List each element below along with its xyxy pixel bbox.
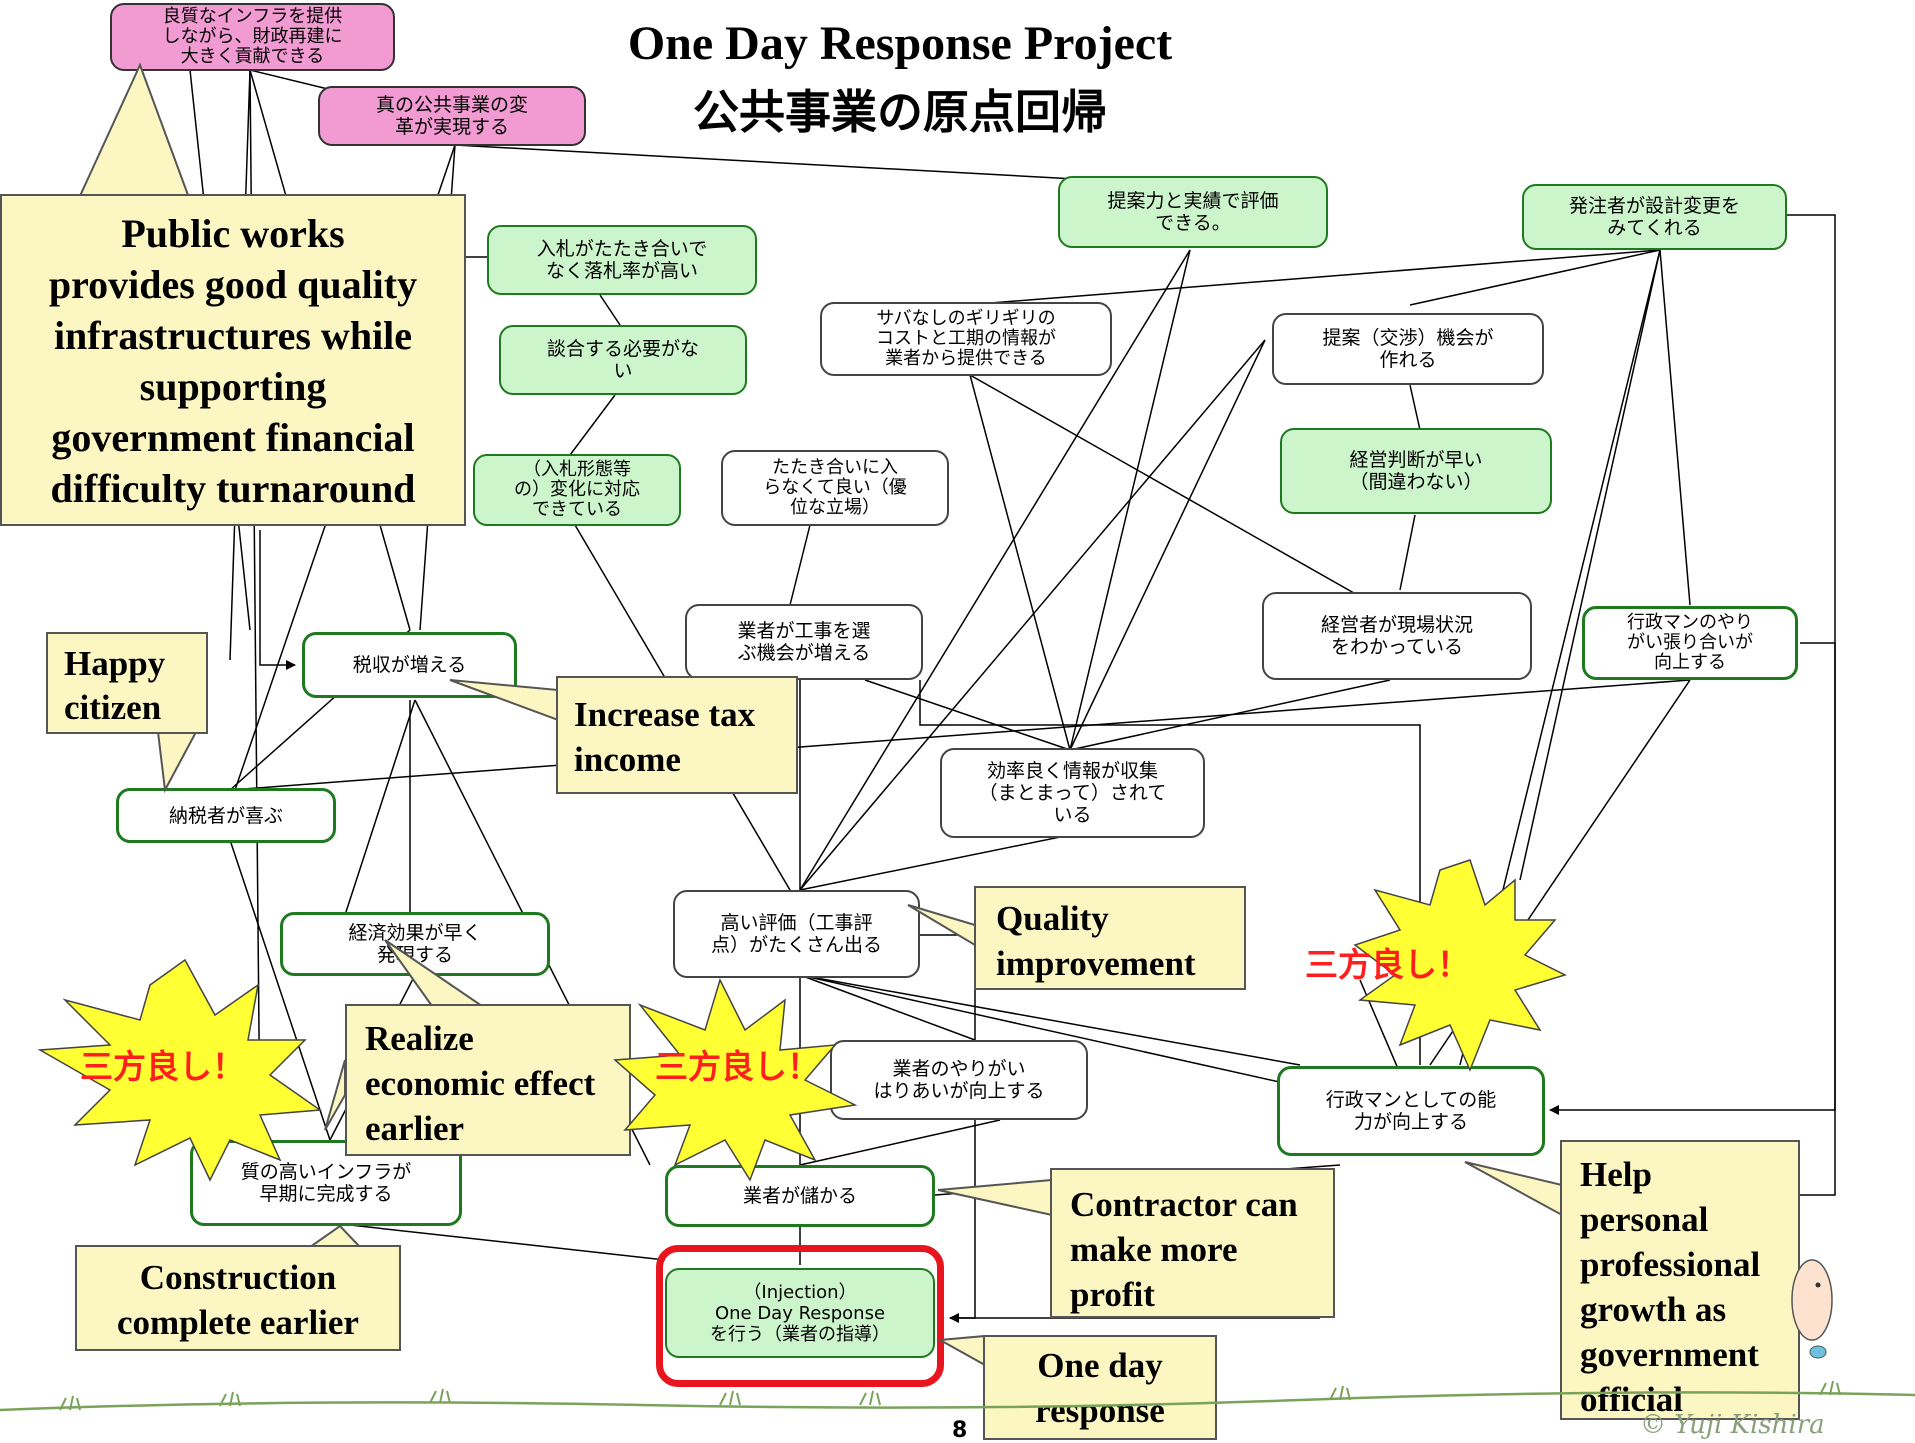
node-injection: （Injection） One Day Response を行う（業者の指導） <box>665 1268 935 1358</box>
node-mgmt-decision: 経営判断が早い （間違わない） <box>1280 428 1552 514</box>
burst-center-label: 三方良し！ <box>655 1047 820 1086</box>
node-taxpayers-happy: 納税者が喜ぶ <box>116 788 336 843</box>
node-official-ability: 行政マンとしての能 力が向上する <box>1277 1066 1545 1156</box>
mascot-illustration <box>1791 1259 1833 1359</box>
callout-contractor-profit: Contractor can make more profit <box>1050 1168 1335 1318</box>
node-true-reform: 真の公共事業の変 革が実現する <box>318 86 586 146</box>
node-choose-projects: 業者が工事を選 ぶ機会が増える <box>685 604 923 680</box>
burst-right-shape <box>1353 859 1568 1072</box>
burst-center-shape <box>613 977 858 1182</box>
node-no-price-war: たたき合いに入 らなくて良い（優 位な立場） <box>721 450 949 526</box>
callout-realize-economic: Realize economic effect earlier <box>345 1004 631 1156</box>
injection-highlight-frame <box>656 1245 944 1387</box>
node-cost-info: サバなしのギリギリの コストと工期の情報が 業者から提供できる <box>820 302 1112 376</box>
node-contractor-motivation: 業者のやりがい はりあいが向上する <box>830 1040 1088 1120</box>
title-japanese: 公共事業の原点回帰 <box>693 85 1107 139</box>
burst-left-label: 三方良し！ <box>80 1047 245 1086</box>
copyright: © Yuji Kishira <box>1640 1410 1825 1440</box>
callout-construction-complete: Construction complete earlier <box>75 1245 401 1351</box>
node-good-infra: 良質なインフラを提供 しながら、財政再建に 大きく貢献できる <box>110 3 395 71</box>
burst-right-label: 三方良し！ <box>1305 945 1470 984</box>
node-mgmt-aware: 経営者が現場状況 をわかっている <box>1262 592 1532 680</box>
callout-quality-improvement: Quality improvement <box>974 886 1246 990</box>
burst-left-shape <box>37 958 323 1182</box>
node-bid-rate: 入札がたたき合いで なく落札率が高い <box>487 225 757 295</box>
node-info-collected: 効率良く情報が収集 （まとまって）されて いる <box>940 748 1205 838</box>
node-contractor-profit: 業者が儲かる <box>665 1165 935 1227</box>
callout-public-works: Public works provides good quality infra… <box>0 194 466 526</box>
node-proposal-eval: 提案力と実績で評価 できる。 <box>1058 176 1328 248</box>
callout-one-day: One day response <box>983 1335 1217 1440</box>
callout-increase-tax: Increase tax income <box>556 676 798 794</box>
title-english: One Day Response Project <box>627 17 1173 70</box>
node-high-evaluation: 高い評価（工事評 点）がたくさん出る <box>673 890 920 978</box>
node-negotiation: 提案（交渉）機会が 作れる <box>1272 313 1544 385</box>
node-quality-infra-early: 質の高いインフラが 早期に完成する <box>190 1140 462 1226</box>
node-design-change: 発注者が設計変更を みてくれる <box>1522 184 1787 250</box>
page-number: 8 <box>952 1418 968 1443</box>
node-no-collusion: 談合する必要がな い <box>499 325 747 395</box>
callout-happy-citizen: Happy citizen <box>46 632 208 734</box>
node-bid-form: （入札形態等 の）変化に対応 できている <box>473 454 681 526</box>
node-official-motivation: 行政マンのやり がい張り合いが 向上する <box>1582 606 1798 680</box>
